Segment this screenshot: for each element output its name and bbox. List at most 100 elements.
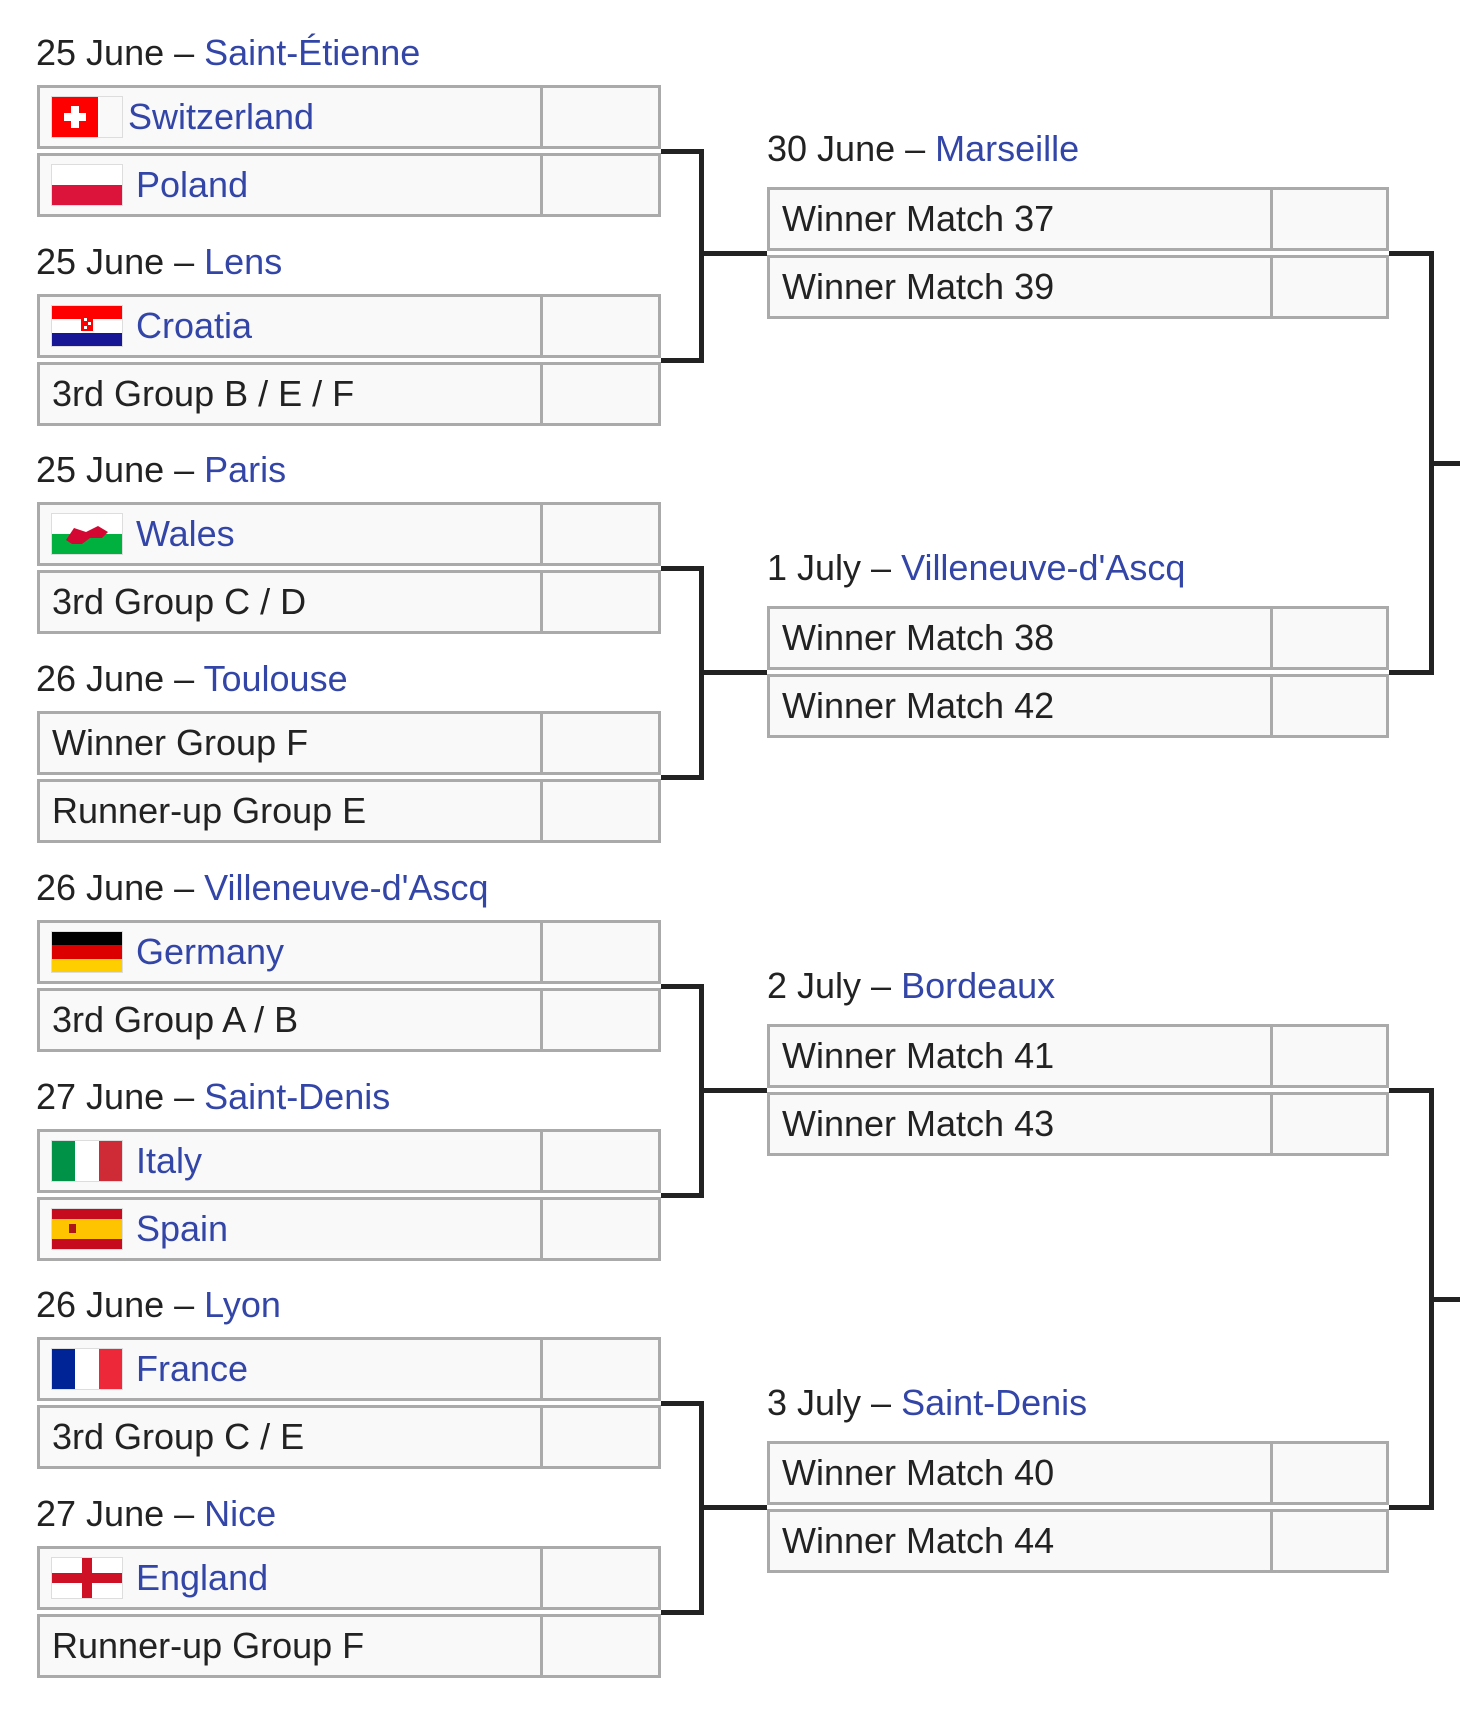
team-placeholder: 3rd Group A / B — [52, 999, 299, 1040]
team-row: Italy — [37, 1129, 661, 1193]
spain-flag-icon — [52, 1209, 122, 1249]
match-date: 1 July — [767, 547, 862, 588]
team-placeholder: Winner Group F — [52, 722, 309, 763]
team-link[interactable]: Italy — [136, 1140, 203, 1181]
date-venue-separator: – — [164, 658, 204, 699]
team-row: Spain — [37, 1197, 661, 1261]
bracket-connector-line — [661, 358, 704, 363]
team-name-cell: Winner Match 37 — [767, 187, 1273, 251]
team-link[interactable]: England — [136, 1557, 269, 1598]
match-date: 25 June — [36, 32, 165, 73]
team-link[interactable]: Switzerland — [128, 96, 315, 137]
team-name-cell: Winner Match 41 — [767, 1024, 1273, 1088]
team-name-cell: Winner Match 44 — [767, 1509, 1273, 1573]
team-placeholder: Winner Match 39 — [782, 266, 1055, 307]
venue-link[interactable]: Villeneuve-d'Ascq — [901, 547, 1186, 588]
germany-flag-icon — [52, 932, 122, 972]
bracket-connector-line — [1429, 1297, 1460, 1302]
score-cell — [543, 153, 661, 217]
score-cell — [1273, 606, 1389, 670]
match-header: 26 June – Villeneuve-d'Ascq — [36, 868, 489, 908]
score-cell — [543, 294, 661, 358]
bracket-connector-line — [699, 149, 704, 363]
score-cell — [543, 85, 661, 149]
team-row: Winner Match 38 — [767, 606, 1389, 670]
team-link[interactable]: France — [136, 1348, 249, 1389]
bracket-connector-line — [1389, 1088, 1434, 1093]
match-header: 26 June – Lyon — [36, 1285, 281, 1325]
venue-link[interactable]: Nice — [204, 1493, 277, 1534]
score-cell — [543, 1197, 661, 1261]
team-name-cell: 3rd Group C / D — [37, 570, 543, 634]
team-link[interactable]: Wales — [136, 513, 235, 554]
score-cell — [543, 1546, 661, 1610]
croatia-flag-icon — [52, 306, 122, 346]
france-flag-icon — [52, 1349, 122, 1389]
match-header: 27 June – Nice — [36, 1494, 276, 1534]
match-date: 26 June — [36, 658, 165, 699]
venue-link[interactable]: Lyon — [204, 1284, 281, 1325]
bracket-connector-line — [661, 984, 704, 989]
match-header: 2 July – Bordeaux — [767, 966, 1055, 1006]
date-venue-separator: – — [164, 32, 205, 73]
venue-link[interactable]: Saint-Étienne — [204, 32, 421, 73]
score-cell — [1273, 1024, 1389, 1088]
venue-link[interactable]: Marseille — [935, 128, 1080, 169]
date-venue-separator: – — [895, 128, 936, 169]
team-row: 3rd Group A / B — [37, 988, 661, 1052]
bracket-connector-line — [699, 251, 767, 256]
match-date: 26 June — [36, 867, 165, 908]
venue-link[interactable]: Paris — [204, 449, 287, 490]
bracket-connector-line — [1429, 461, 1460, 466]
team-name-cell: France — [37, 1337, 543, 1401]
match-header: 30 June – Marseille — [767, 129, 1079, 169]
bracket-connector-line — [661, 775, 704, 780]
score-cell — [543, 988, 661, 1052]
team-row: Runner-up Group E — [37, 779, 661, 843]
match-date: 3 July — [767, 1382, 862, 1423]
team-row: Winner Match 37 — [767, 187, 1389, 251]
match-date: 27 June — [36, 1076, 165, 1117]
team-link[interactable]: Spain — [136, 1208, 229, 1249]
venue-link[interactable]: Villeneuve-d'Ascq — [204, 867, 489, 908]
team-row: 3rd Group C / E — [37, 1405, 661, 1469]
match-header: 25 June – Paris — [36, 450, 286, 490]
venue-link[interactable]: Lens — [204, 241, 283, 282]
team-name-cell: Switzerland — [37, 85, 543, 149]
team-link[interactable]: Germany — [136, 931, 285, 972]
team-placeholder: Winner Match 43 — [782, 1103, 1055, 1144]
team-row: Winner Match 43 — [767, 1092, 1389, 1156]
match-date: 25 June — [36, 449, 165, 490]
score-cell — [1273, 1509, 1389, 1573]
team-placeholder: Winner Match 41 — [782, 1035, 1055, 1076]
team-name-cell: Winner Group F — [37, 711, 543, 775]
score-cell — [543, 711, 661, 775]
team-name-cell: Winner Match 42 — [767, 674, 1273, 738]
venue-link[interactable]: Toulouse — [203, 658, 348, 699]
venue-link[interactable]: Bordeaux — [901, 965, 1056, 1006]
team-row: Winner Match 42 — [767, 674, 1389, 738]
team-name-cell: Runner-up Group E — [37, 779, 543, 843]
team-name-cell: England — [37, 1546, 543, 1610]
date-venue-separator: – — [861, 547, 902, 588]
team-placeholder: Winner Match 40 — [782, 1452, 1055, 1493]
match-date: 2 July — [767, 965, 862, 1006]
team-row: Winner Match 44 — [767, 1509, 1389, 1573]
match-header: 1 July – Villeneuve-d'Ascq — [767, 548, 1185, 588]
venue-link[interactable]: Saint-Denis — [901, 1382, 1088, 1423]
team-name-cell: Winner Match 40 — [767, 1441, 1273, 1505]
team-name-cell: 3rd Group B / E / F — [37, 362, 543, 426]
match-date: 27 June — [36, 1493, 165, 1534]
team-placeholder: 3rd Group C / E — [52, 1416, 305, 1457]
team-link[interactable]: Croatia — [136, 305, 253, 346]
bracket-connector-line — [699, 1088, 767, 1093]
team-placeholder: Winner Match 44 — [782, 1520, 1055, 1561]
team-link[interactable]: Poland — [136, 164, 249, 205]
date-venue-separator: – — [164, 449, 205, 490]
date-venue-separator: – — [164, 1284, 205, 1325]
date-venue-separator: – — [164, 1076, 205, 1117]
date-venue-separator: – — [861, 1382, 902, 1423]
bracket-connector-line — [661, 1610, 704, 1615]
venue-link[interactable]: Saint-Denis — [204, 1076, 391, 1117]
score-cell — [543, 570, 661, 634]
